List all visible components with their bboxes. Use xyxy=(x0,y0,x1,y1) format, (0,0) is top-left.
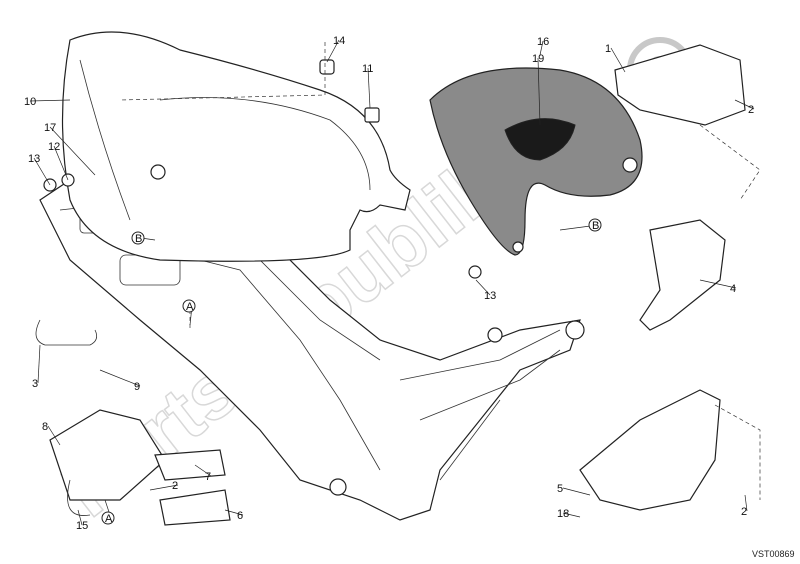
leader-line xyxy=(224,509,244,516)
callout-17: 17 xyxy=(44,122,56,134)
callout-14: 14 xyxy=(333,35,345,47)
reference-circle xyxy=(182,299,196,313)
cowl-insert xyxy=(504,118,576,161)
callout-13: 13 xyxy=(28,153,40,165)
leader-line xyxy=(149,484,179,491)
callout-19: 19 xyxy=(532,53,544,65)
side-panel-4 xyxy=(639,219,726,331)
leader-line xyxy=(537,57,541,126)
manual-6 xyxy=(159,489,231,526)
callout-13: 13 xyxy=(484,290,496,302)
leader-line xyxy=(77,509,83,526)
leader-line xyxy=(367,67,371,109)
callout-7: 7 xyxy=(205,471,211,483)
leader-line xyxy=(734,99,755,110)
callout-4: 4 xyxy=(730,283,736,295)
callout-12: 12 xyxy=(48,141,60,153)
reference-circle xyxy=(101,511,115,525)
leader-line xyxy=(37,344,41,384)
reference-circle xyxy=(588,218,602,232)
leader-line xyxy=(562,487,591,496)
callout-18: 18 xyxy=(557,508,569,520)
callout-1: 1 xyxy=(605,43,611,55)
pad-7 xyxy=(154,449,226,481)
callout-B: B xyxy=(592,220,599,232)
callout-15: 15 xyxy=(76,520,88,532)
drawing-code: VST00869 xyxy=(752,549,795,559)
callout-8: 8 xyxy=(42,421,48,433)
leader-line xyxy=(539,40,544,56)
leader-line xyxy=(53,145,69,181)
callout-6: 6 xyxy=(237,510,243,522)
bracket-1 xyxy=(614,44,746,126)
tail-cowl xyxy=(429,67,643,256)
leader-line xyxy=(47,425,61,446)
callout-A: A xyxy=(186,301,194,313)
leader-line xyxy=(99,369,141,387)
callout-9: 9 xyxy=(134,381,140,393)
callout-10: 10 xyxy=(24,96,36,108)
callout-11: 11 xyxy=(362,63,373,75)
callout-16: 16 xyxy=(537,36,549,48)
cable-3 xyxy=(35,319,98,346)
reference-circle xyxy=(131,231,145,245)
callout-3: 3 xyxy=(32,378,38,390)
leader-line xyxy=(562,512,581,518)
subframe xyxy=(39,174,585,521)
side-panel-5 xyxy=(579,389,721,511)
leader-line xyxy=(610,47,626,73)
strap-15 xyxy=(67,479,91,516)
leader-line xyxy=(699,279,737,289)
callout-2: 2 xyxy=(748,104,754,116)
leader-line xyxy=(194,464,212,477)
callout-2: 2 xyxy=(172,480,178,492)
leader-line xyxy=(49,126,96,176)
callout-5: 5 xyxy=(557,483,563,495)
leader-line xyxy=(33,157,51,186)
bumper-14 xyxy=(319,59,335,75)
pad-11 xyxy=(364,107,380,123)
leader-line xyxy=(475,279,491,296)
leader-line xyxy=(326,39,340,63)
screw-13b xyxy=(468,265,482,279)
callout-B: B xyxy=(135,233,142,245)
leader-line xyxy=(29,99,71,102)
callout-A: A xyxy=(105,513,113,525)
callout-2: 2 xyxy=(741,506,747,518)
leader-line xyxy=(744,494,748,512)
